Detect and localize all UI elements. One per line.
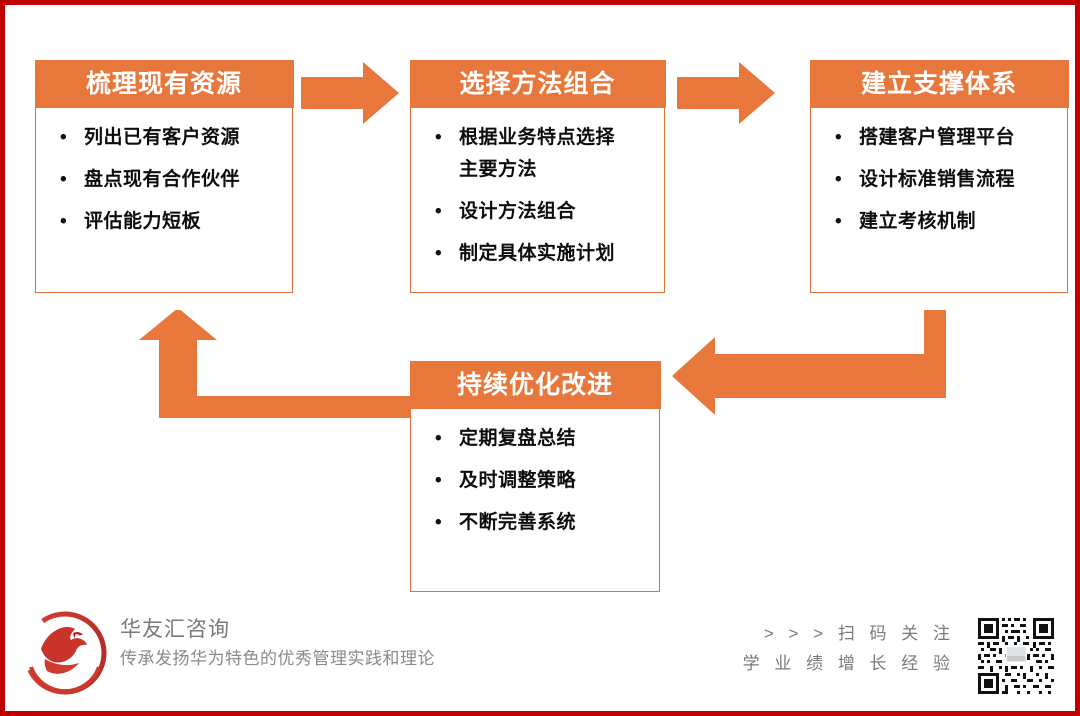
process-box-4-title: 持续优化改进 (409, 360, 661, 409)
arrow-right-icon-box1-to-box2 (301, 62, 399, 124)
arrow-elbow-icon-box3-to-box4 (672, 310, 946, 415)
bullet-icon: • (435, 511, 442, 533)
process-box-1[interactable]: 梳理现有资源 • 列出已有客户资源 • 盘点现有合作伙伴 • 评估能力短板 (34, 59, 294, 293)
list-item: • 搭建客户管理平台 (821, 122, 1057, 154)
bullet-text: 建立考核机制 (859, 210, 977, 232)
bullet-icon: • (435, 200, 442, 222)
bullet-icon: • (60, 210, 67, 232)
bullet-text: 设计方法组合 (459, 200, 577, 222)
list-item: • 列出已有客户资源 (46, 122, 282, 154)
cta-line-2: 学 业 绩 增 长 经 验 (742, 654, 955, 673)
bullet-icon: • (60, 168, 67, 190)
process-box-1-body: • 列出已有客户资源 • 盘点现有合作伙伴 • 评估能力短板 (36, 108, 292, 293)
bullet-icon: • (60, 126, 67, 148)
phoenix-logo-icon (21, 609, 109, 697)
brand-name: 华友汇咨询 (120, 618, 230, 641)
list-item: • 评估能力短板 (46, 206, 282, 238)
arrow-right-icon-box2-to-box3 (677, 62, 775, 124)
process-box-1-title: 梳理现有资源 (34, 59, 294, 108)
bullet-text: 不断完善系统 (459, 511, 577, 533)
list-item: • 及时调整策略 (421, 465, 649, 497)
process-box-3-body: • 搭建客户管理平台 • 设计标准销售流程 • 建立考核机制 (811, 108, 1067, 293)
bullet-icon: • (835, 168, 842, 190)
bullet-icon: • (435, 126, 442, 148)
process-box-4[interactable]: 持续优化改进 • 定期复盘总结 • 及时调整策略 • 不断完善系统 (409, 360, 661, 592)
bullet-text: 及时调整策略 (459, 469, 577, 491)
list-item: • 盘点现有合作伙伴 (46, 164, 282, 196)
process-box-2[interactable]: 选择方法组合 • 根据业务特点选择 主要方法 • 设计方法组合 • 制定具体实施… (409, 59, 666, 293)
bullet-text: 评估能力短板 (84, 210, 202, 232)
bullet-text: 定期复盘总结 (459, 427, 577, 449)
cta-line-1: > > > 扫 码 关 注 (763, 624, 955, 643)
arrow-elbow-icon-box4-to-box1 (139, 310, 411, 418)
process-box-3[interactable]: 建立支撑体系 • 搭建客户管理平台 • 设计标准销售流程 • 建立考核机制 (809, 59, 1069, 293)
cta-text-block: > > > 扫 码 关 注 学 业 绩 增 长 经 验 (743, 619, 955, 679)
qr-code-icon[interactable] (975, 615, 1057, 697)
footer: 华友汇咨询 传承发扬华为特色的优秀管理实践和理论 > > > 扫 码 关 注 学… (5, 601, 1075, 711)
bullet-text: 盘点现有合作伙伴 (84, 168, 241, 190)
bullet-icon: • (435, 427, 442, 449)
brand-tagline: 传承发扬华为特色的优秀管理实践和理论 (120, 649, 435, 668)
bullet-text: 根据业务特点选择 主要方法 (459, 122, 654, 186)
bullet-text-line: 根据业务特点选择 (459, 126, 616, 148)
process-box-2-body: • 根据业务特点选择 主要方法 • 设计方法组合 • 制定具体实施计划 (411, 108, 664, 293)
bullet-icon: • (435, 469, 442, 491)
bullet-icon: • (835, 210, 842, 232)
process-box-4-body: • 定期复盘总结 • 及时调整策略 • 不断完善系统 (411, 409, 659, 592)
process-box-2-title: 选择方法组合 (409, 59, 666, 108)
list-item: • 根据业务特点选择 主要方法 (421, 122, 654, 186)
brand-text-block: 华友汇咨询 传承发扬华为特色的优秀管理实践和理论 (120, 615, 435, 673)
list-item: • 制定具体实施计划 (421, 238, 654, 270)
bullet-text: 制定具体实施计划 (459, 242, 616, 264)
bullet-icon: • (835, 126, 842, 148)
bullet-text: 列出已有客户资源 (84, 126, 241, 148)
list-item: • 定期复盘总结 (421, 423, 649, 455)
list-item: • 设计方法组合 (421, 196, 654, 228)
bullet-icon: • (435, 242, 442, 264)
bullet-text: 搭建客户管理平台 (859, 126, 1016, 148)
bullet-text-line-cont: 主要方法 (459, 158, 538, 180)
list-item: • 设计标准销售流程 (821, 164, 1057, 196)
bullet-text: 设计标准销售流程 (859, 168, 1016, 190)
process-box-3-title: 建立支撑体系 (809, 59, 1069, 108)
list-item: • 建立考核机制 (821, 206, 1057, 238)
list-item: • 不断完善系统 (421, 507, 649, 539)
